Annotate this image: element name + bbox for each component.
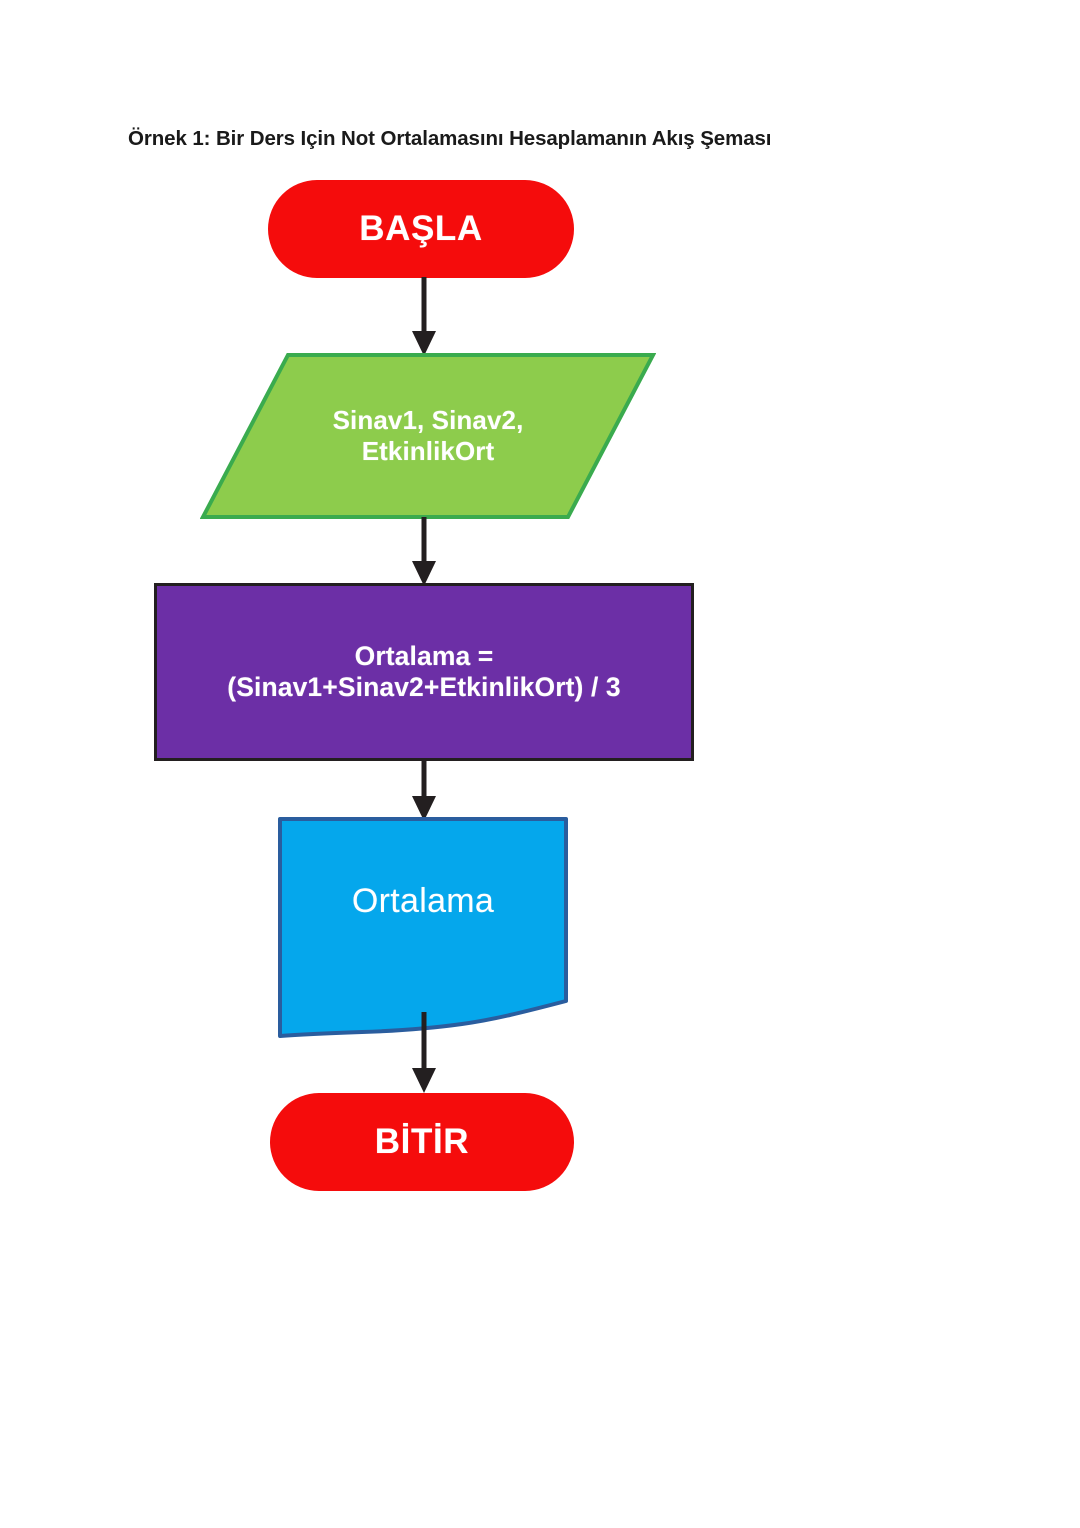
flow-node-end[interactable]: BİTİR	[270, 1093, 574, 1191]
flow-node-input[interactable]: Sinav1, Sinav2, EtkinlikOrt	[200, 352, 656, 520]
flow-node-end-label: BİTİR	[374, 1122, 470, 1162]
flow-edge-output-to-end	[406, 1012, 442, 1094]
parallelogram-shape	[200, 353, 656, 519]
document-shape	[278, 817, 568, 1038]
flow-edge-input-to-process	[406, 517, 442, 587]
flow-node-start[interactable]: BAŞLA	[268, 180, 574, 278]
flow-node-process[interactable]: Ortalama = (Sinav1+Sinav2+EtkinlikOrt) /…	[154, 583, 694, 761]
flow-node-output[interactable]: Ortalama	[276, 815, 570, 1043]
flow-edge-start-to-input	[406, 277, 442, 357]
flow-node-process-label: Ortalama = (Sinav1+Sinav2+EtkinlikOrt) /…	[227, 640, 621, 702]
flow-edge-process-to-output	[406, 760, 442, 822]
page-title: Örnek 1: Bir Ders Için Not Ortalamasını …	[128, 127, 772, 150]
flow-node-start-label: BAŞLA	[359, 209, 483, 249]
